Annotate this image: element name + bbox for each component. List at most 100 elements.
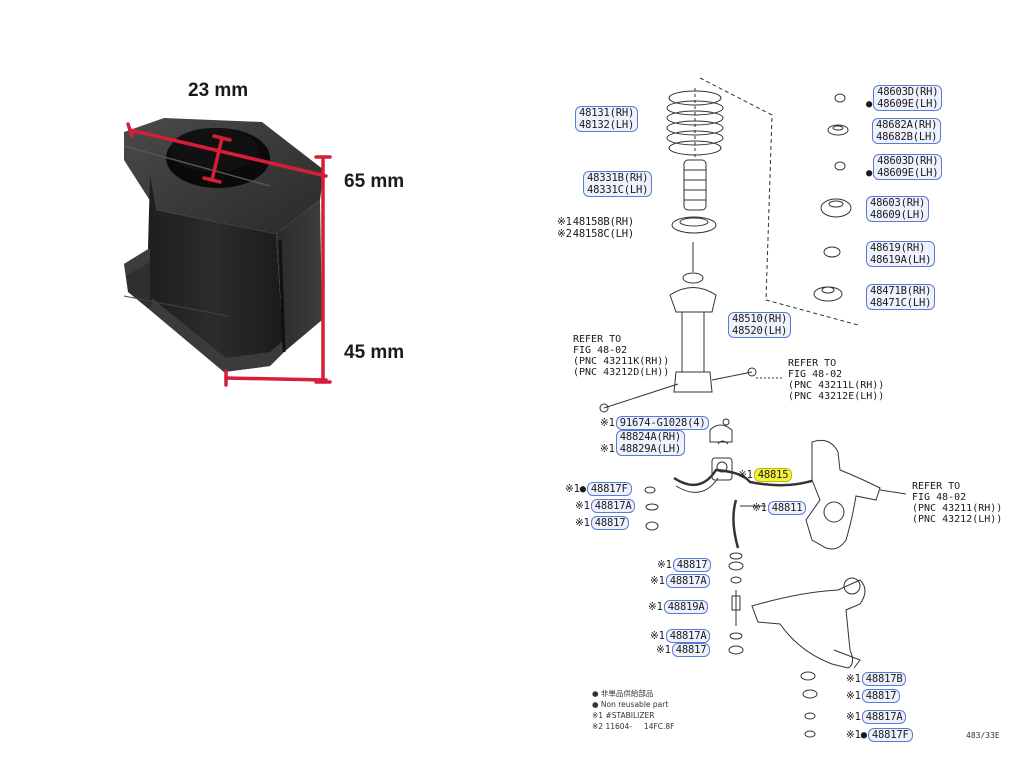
pnc-number: 48817 <box>594 517 626 529</box>
note-mark: ※1 <box>557 216 572 228</box>
note-mark: ※1● <box>565 483 586 495</box>
pnc-number: 91674-G1028(4) <box>619 417 706 429</box>
pnc-48817-mid2[interactable]: ※1 48817 <box>656 643 711 657</box>
pnc-48811[interactable]: ※1 48811 <box>752 501 807 515</box>
pnc-number: 48829A(LH) <box>619 443 681 455</box>
note-mark: ※1 <box>650 575 665 587</box>
note-mark: ※1 <box>600 443 615 455</box>
coil-spring <box>666 90 724 156</box>
lower-control-arm <box>751 579 866 669</box>
refer-left: REFER TO FIG 48-02 (PNC 43211K(RH)) (PNC… <box>573 334 670 378</box>
stabilizer-bushing <box>709 418 733 481</box>
spring-seat <box>671 216 717 234</box>
pnc-48471[interactable]: 48471B(RH)48471C(LH) <box>866 284 936 310</box>
pnc-number: 48471C(LH) <box>870 297 932 309</box>
note-mark: ※1 <box>656 644 671 656</box>
note-mark: ※1 <box>738 469 753 481</box>
pnc-48682[interactable]: 48682A(RH)48682B(LH) <box>872 118 942 144</box>
pnc-48603[interactable]: 48603(RH)48609(LH) <box>866 196 930 222</box>
pnc-number: 48331B(RH) <box>587 172 649 184</box>
pnc-number: 48609E(LH) <box>877 167 939 179</box>
note-mark: ※1 <box>752 502 767 514</box>
pnc-48817B-right[interactable]: ※1 48817B <box>846 672 907 686</box>
strut <box>669 242 717 393</box>
note-mark: ● <box>866 167 873 179</box>
pnc-number: 48817A <box>669 575 707 587</box>
pnc-number: 48682B(LH) <box>876 131 938 143</box>
dimension-lines <box>126 122 332 387</box>
note-mark: ※1 <box>575 500 590 512</box>
pnc-48817-right[interactable]: ※1 48817 <box>846 689 901 703</box>
pnc-48603D[interactable]: ● 48603D(RH)48609E(LH) <box>866 85 943 111</box>
stabilizer-link <box>728 552 744 655</box>
pnc-48817F-left[interactable]: ※1●48817F <box>565 482 632 496</box>
pnc-number: 48817A <box>669 630 707 642</box>
refer-mid: REFER TO FIG 48-02 (PNC 43211L(RH)) (PNC… <box>788 358 885 402</box>
pnc-48817A-mid[interactable]: ※1 48817A <box>650 574 711 588</box>
bump-boot <box>683 159 707 211</box>
figure-id: 483/33E <box>966 731 1000 740</box>
pnc-48817A-left[interactable]: ※1 48817A <box>575 499 636 513</box>
pnc-number: 48132(LH) <box>579 119 635 131</box>
pnc-48603D-2[interactable]: ● 48603D(RH)48609E(LH) <box>866 154 943 180</box>
pnc-number: 48520(LH) <box>732 325 788 337</box>
note-mark: ※1 <box>575 517 590 529</box>
pnc-48331[interactable]: 48331B(RH)48331C(LH) <box>583 171 653 197</box>
pnc-number: 48815 <box>757 469 789 481</box>
pnc-number: 48131(RH) <box>579 107 635 119</box>
pnc-number: 48817A <box>865 711 903 723</box>
height-line <box>128 128 328 178</box>
pnc-48131[interactable]: 48131(RH)48132(LH) <box>575 106 639 132</box>
diagram-legend: ● 非単品供給部品 ● Non reusable part ※1 #STABIL… <box>592 689 675 731</box>
note-mark: ※1 <box>846 690 861 702</box>
pnc-48817-left[interactable]: ※1 48817 <box>575 516 630 530</box>
pnc-number: 48331C(LH) <box>587 184 649 196</box>
pnc-48510[interactable]: 48510(RH)48520(LH) <box>728 312 792 338</box>
diameter-label: 23 mm <box>188 80 249 101</box>
pnc-number: 48603D(RH) <box>877 86 939 98</box>
pnc-number: 48158B(RH) <box>572 216 634 228</box>
pnc-91674[interactable]: ※1 91674-G1028(4) <box>600 416 710 430</box>
pnc-number: 48158C(LH) <box>572 228 634 240</box>
pnc-number: 48609(LH) <box>870 209 926 221</box>
pnc-48817F-right[interactable]: ※1● 48817F <box>846 728 913 742</box>
pnc-number: 48817 <box>865 690 897 702</box>
pnc-number: 48619A(LH) <box>870 254 932 266</box>
pnc-48824[interactable]: ※1 48824A(RH)48829A(LH) <box>600 430 685 456</box>
pnc-number: 48609E(LH) <box>877 98 939 110</box>
base-line <box>224 376 328 382</box>
pnc-number: 48824A(RH) <box>619 431 681 443</box>
pnc-number: 48603(RH) <box>870 197 926 209</box>
pnc-number: 48817 <box>675 644 707 656</box>
pnc-48619[interactable]: 48619(RH)48619A(LH) <box>866 241 936 267</box>
note-mark: ※1 <box>657 559 672 571</box>
pnc-number: 48819A <box>667 601 705 613</box>
steering-knuckle <box>805 439 881 550</box>
pnc-48815[interactable]: ※1 48815 <box>738 468 793 482</box>
note-mark: ● <box>866 98 873 110</box>
pnc-number: 48682A(RH) <box>876 119 938 131</box>
width-label: 45 mm <box>344 342 405 363</box>
pnc-number: 48817F <box>871 729 909 741</box>
pnc-number: 48817B <box>865 673 903 685</box>
pnc-number: 48811 <box>771 502 803 514</box>
height-label: 65 mm <box>344 171 405 192</box>
note-mark: ※1● <box>846 729 867 741</box>
pnc-48158[interactable]: ※148158B(RH)※248158C(LH) <box>557 216 634 240</box>
pnc-number: 48817A <box>594 500 632 512</box>
pnc-number: 48603D(RH) <box>877 155 939 167</box>
pnc-number: 48619(RH) <box>870 242 926 254</box>
pnc-number: 48471B(RH) <box>870 285 932 297</box>
note-mark: ※1 <box>600 417 615 429</box>
diameter-line <box>210 136 224 182</box>
note-mark: ※2 <box>557 228 572 240</box>
note-mark: ※1 <box>846 673 861 685</box>
pnc-number: 48510(RH) <box>732 313 788 325</box>
